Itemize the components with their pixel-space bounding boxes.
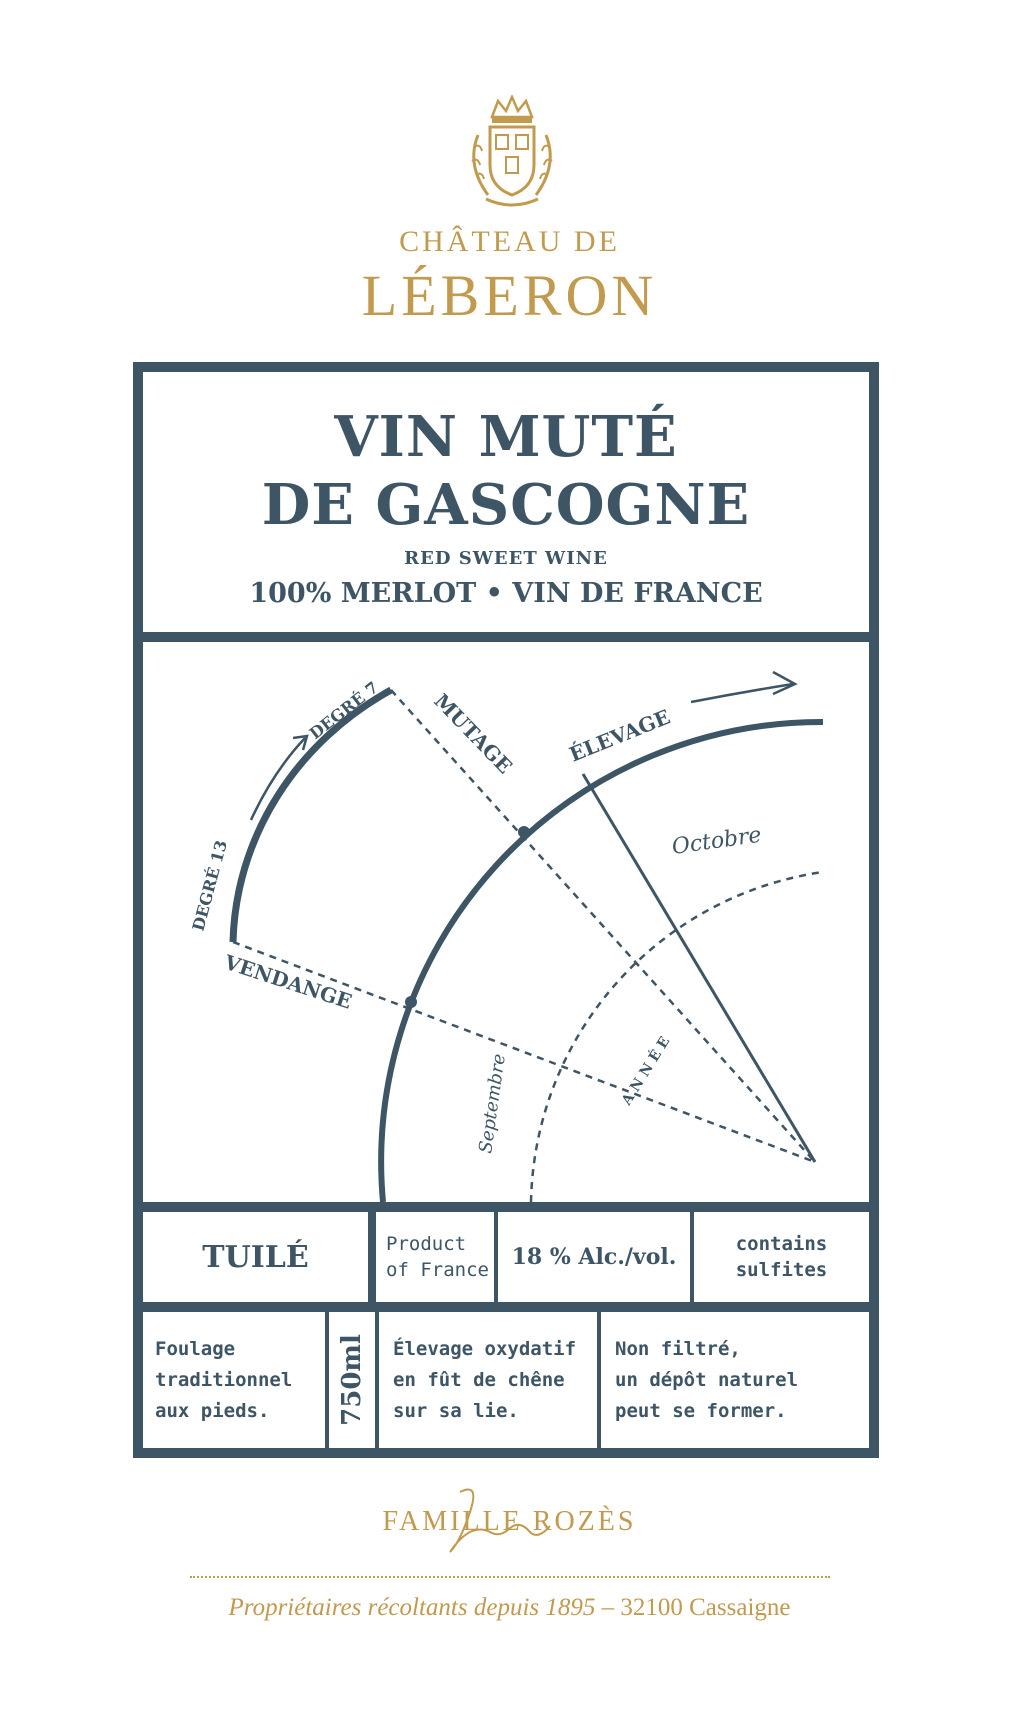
elevage-label: ÉLEVAGE — [566, 705, 674, 767]
footer-dash: – — [595, 1594, 621, 1621]
foulage-line2: traditionnel — [155, 1368, 293, 1391]
divider — [143, 632, 869, 642]
mutage-label: MUTAGE — [429, 689, 517, 778]
filtre-line3: peut se former. — [615, 1399, 787, 1422]
divider — [368, 1212, 376, 1302]
wine-title-line2: DE GASCOGNE — [261, 472, 751, 538]
elevage-line2: en fût de chêne — [393, 1368, 565, 1391]
divider — [375, 1312, 379, 1448]
title-block: VIN MUTÉ DE GASCOGNE RED SWEET WINE 100%… — [143, 372, 869, 632]
winemaking-diagram: DEGRÉ 13 DEGRÉ 7 MUTAGE ÉLEVAGE VENDANGE… — [188, 670, 824, 1202]
elevage-line1: Élevage oxydatif — [393, 1337, 577, 1360]
owners-text: Propriétaires récoltants depuis 1895 — [228, 1594, 596, 1621]
octobre-label: Octobre — [670, 823, 763, 860]
origin-cell: Product of France — [376, 1212, 494, 1302]
label-frame: VIN MUTÉ DE GASCOGNE RED SWEET WINE 100%… — [133, 362, 879, 1458]
origin-line2: of France — [386, 1259, 489, 1281]
chateau-name-line2: LÉBERON — [361, 263, 658, 328]
alcohol-content: 18 % Alc./vol. — [511, 1244, 677, 1270]
elevage-line3: sur sa lie. — [393, 1399, 519, 1422]
wine-title-line1: VIN MUTÉ — [334, 404, 678, 470]
filtre-line2: un dépôt naturel — [615, 1368, 799, 1391]
divider — [494, 1212, 498, 1302]
annee-label: A N N É E — [617, 1033, 674, 1109]
degree-end-label: DEGRÉ 7 — [305, 677, 382, 743]
elevage-cell: Élevage oxydatif en fût de chêne sur sa … — [379, 1312, 597, 1448]
origin-line1: Product — [386, 1233, 467, 1255]
degree-start-label: DEGRÉ 13 — [188, 838, 231, 933]
address-text: 32100 Cassaigne — [620, 1594, 791, 1621]
coat-of-arms-icon — [471, 95, 553, 207]
sulfites-line1: contains — [735, 1233, 828, 1255]
wine-subtitle: RED SWEET WINE — [404, 548, 608, 569]
foulage-line3: aux pieds. — [155, 1399, 270, 1422]
signature-icon — [449, 1488, 551, 1553]
chateau-name-line1: CHÂTEAU DE — [399, 225, 620, 258]
sulfites-cell: contains sulfites — [694, 1212, 869, 1302]
filtre-cell: Non filtré, un dépôt naturel peut se for… — [601, 1312, 869, 1448]
dotted-divider — [190, 1576, 830, 1578]
divider — [597, 1312, 601, 1448]
septembre-label: Septembre — [475, 1052, 510, 1154]
divider — [325, 1312, 329, 1448]
foulage-cell: Foulage traditionnel aux pieds. — [143, 1312, 325, 1448]
grape-line: 100% MERLOT • VIN DE FRANCE — [249, 578, 763, 609]
filtre-line1: Non filtré, — [615, 1337, 741, 1360]
family-name: FAMILLE ROZÈS — [382, 1506, 637, 1537]
foulage-line1: Foulage — [155, 1337, 236, 1360]
divider — [690, 1212, 694, 1302]
sulfites-line2: sulfites — [735, 1259, 828, 1281]
divider — [143, 1202, 869, 1212]
divider — [143, 1302, 869, 1312]
volume: 750ml — [337, 1334, 368, 1426]
wine-style: TUILÉ — [202, 1239, 309, 1275]
volume-cell: 750ml — [329, 1312, 375, 1448]
footer-line: Propriétaires récoltants depuis 1895 – 3… — [0, 1594, 1019, 1622]
